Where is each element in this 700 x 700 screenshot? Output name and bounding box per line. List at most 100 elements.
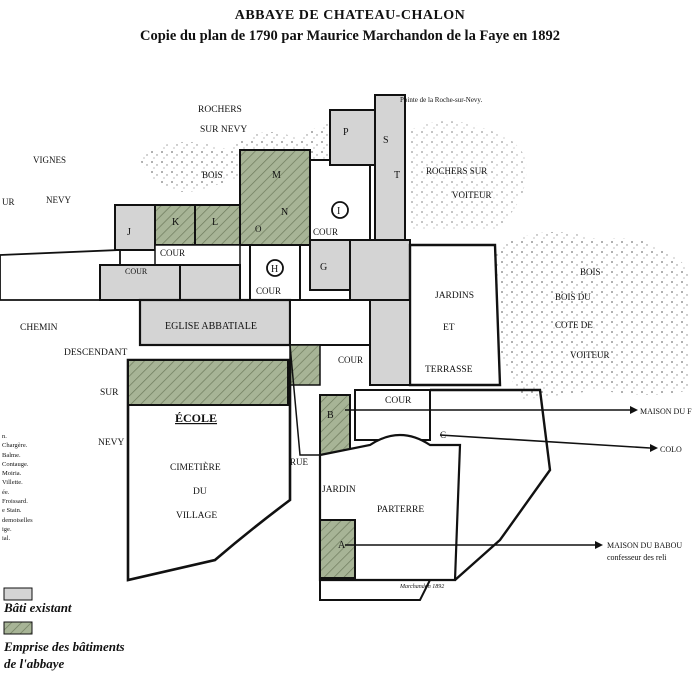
building-L <box>194 204 241 246</box>
legend-swatch-emprise <box>3 621 33 635</box>
letter-K: K <box>172 217 180 228</box>
map-subtitle: Copie du plan de 1790 par Maurice Marcha… <box>140 28 560 44</box>
label-terrasse: TERRASSE <box>425 365 473 375</box>
building-hatch-church <box>289 344 321 386</box>
building-west-2 <box>179 264 241 301</box>
hatched-south-building <box>127 359 289 406</box>
side-note: Villette. <box>2 479 23 487</box>
letter-C: C <box>440 430 446 440</box>
rocks-sur-voiteur <box>410 121 527 230</box>
letter-O: O <box>255 224 262 234</box>
label-confesseur: confesseur des reli <box>607 553 667 562</box>
eglise-east <box>289 299 371 346</box>
letter-J: J <box>127 227 131 238</box>
label-rue: RUE <box>290 457 309 467</box>
arrow-colo <box>439 434 651 449</box>
building-P <box>329 109 376 166</box>
side-note: ial. <box>2 535 11 543</box>
building-S <box>374 94 406 241</box>
letter-M: M <box>272 170 281 181</box>
label-cote-de: COTE DE <box>555 320 593 330</box>
label-maison-f: MAISON DU F <box>640 407 692 416</box>
side-note: ée. <box>2 488 10 496</box>
marker-H <box>266 259 284 277</box>
legend-emprise-line2: de l'abbaye <box>4 656 65 671</box>
label-voiteur: VOITEUR <box>570 350 610 360</box>
arrowhead-maison-f <box>630 406 638 414</box>
building-A <box>319 519 356 579</box>
jardins-terrasse <box>408 243 502 387</box>
side-note: e Stain. <box>2 507 22 515</box>
label-ur: UR <box>2 197 15 207</box>
label-cour-i: COUR <box>313 227 338 237</box>
label-cimetiere-1: CIMETIÈRE <box>170 461 221 473</box>
marker-I <box>331 201 349 219</box>
building-B <box>319 394 351 456</box>
label-colo: COLO <box>660 445 682 454</box>
letter-N: N <box>281 207 288 218</box>
letter-P: P <box>343 127 349 138</box>
label-cour-south: COUR <box>338 355 363 365</box>
legend-emprise: Emprise des bâtiments de l'abbaye <box>4 638 125 672</box>
rocks-cote-voiteur <box>495 232 690 400</box>
building-G <box>309 239 351 291</box>
label-cour-h: COUR <box>256 286 281 296</box>
arrowhead-maison-babou <box>595 541 603 549</box>
legend-emprise-line1: Emprise des bâtiments <box>4 639 125 654</box>
cimetiere <box>126 358 292 582</box>
letter-L: L <box>212 217 218 228</box>
label-ecole: ÉCOLE <box>175 411 217 425</box>
label-cimetiere-3: VILLAGE <box>176 511 217 521</box>
label-parterre: PARTERRE <box>377 505 424 515</box>
terrace-block <box>369 299 411 386</box>
label-nevy: NEVY <box>46 195 71 205</box>
label-sur: SUR <box>100 388 119 398</box>
legend-existing: Bâti existant <box>4 600 72 615</box>
label-eglise: EGLISE ABBATIALE <box>165 321 257 332</box>
label-cour-small: COUR <box>125 267 148 276</box>
letter-T: T <box>394 170 400 181</box>
legend-swatch-existing <box>3 587 33 601</box>
label-cour-main: COUR <box>385 396 412 406</box>
label-cimetiere-2: DU <box>193 487 207 497</box>
label-rochers-2: SUR NEVY <box>200 125 247 135</box>
signature: Marchandon 1892 <box>399 584 444 590</box>
label-nevy-2: NEVY <box>98 438 125 448</box>
label-cour-west: COUR <box>160 248 185 258</box>
building-M <box>239 149 311 246</box>
label-rochers-voiteur-1: ROCHERS SUR <box>426 166 487 176</box>
side-note: demoiselles <box>2 516 33 524</box>
letter-A: A <box>338 540 346 551</box>
label-jardin: JARDIN <box>322 485 356 495</box>
cour-south <box>354 389 431 441</box>
side-note: ige. <box>2 525 12 533</box>
letter-S: S <box>383 135 389 146</box>
outer-wall-east <box>430 388 552 581</box>
letter-H: H <box>271 264 278 275</box>
side-note: Contauge. <box>2 460 29 468</box>
rue-line <box>289 344 320 456</box>
label-maison-babou: MAISON DU BABOU <box>607 541 682 550</box>
side-note: Chargère. <box>2 442 28 450</box>
label-bois-du: BOIS DU <box>555 292 591 302</box>
label-et: ET <box>443 323 455 333</box>
building-G2 <box>349 239 411 301</box>
building-north <box>309 159 371 241</box>
label-descendant: DESCENDANT <box>64 348 128 358</box>
label-rochers-voiteur-2: VOITEUR <box>452 190 492 200</box>
side-note: Moiria. <box>2 470 22 478</box>
letter-B: B <box>327 410 334 421</box>
label-bois-2: BOIS <box>580 267 601 277</box>
outer-wall-south <box>319 579 431 601</box>
label-vignes: VIGNES <box>33 155 66 165</box>
side-note: n. <box>2 433 7 440</box>
label-bois-1: BOIS <box>202 170 223 180</box>
label-pointe: Pointe de la Roche-sur-Nevy. <box>400 96 482 104</box>
side-note: Balme. <box>2 451 21 459</box>
letter-G: G <box>320 262 327 273</box>
letter-I: I <box>337 206 340 217</box>
map-title: ABBAYE DE CHATEAU-CHALON <box>234 8 466 23</box>
building-J <box>114 204 156 251</box>
side-notes: n. Chargère. Balme. Contauge. Moiria. Vi… <box>2 432 33 544</box>
